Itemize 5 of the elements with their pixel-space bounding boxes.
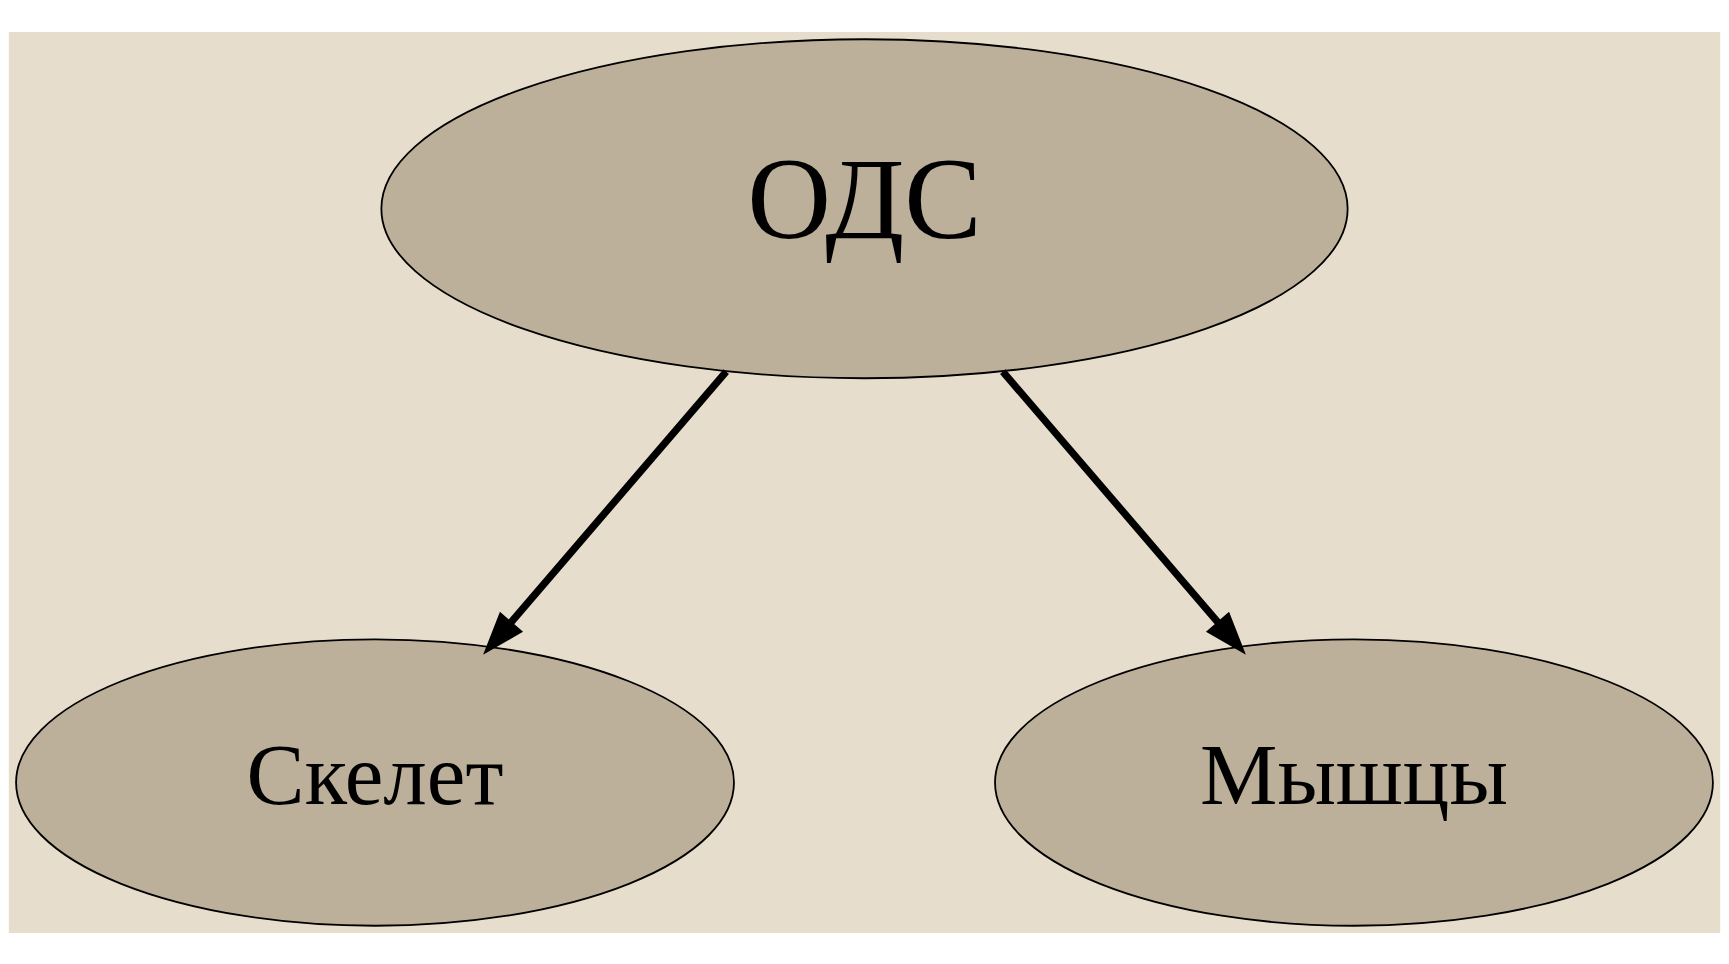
node-ellipse: Мышцы xyxy=(994,637,1714,927)
node-ellipse: Скелет xyxy=(15,637,735,927)
arrow xyxy=(1000,368,1246,655)
node-ellipse: ОДС xyxy=(380,37,1349,379)
arrow xyxy=(483,368,729,655)
